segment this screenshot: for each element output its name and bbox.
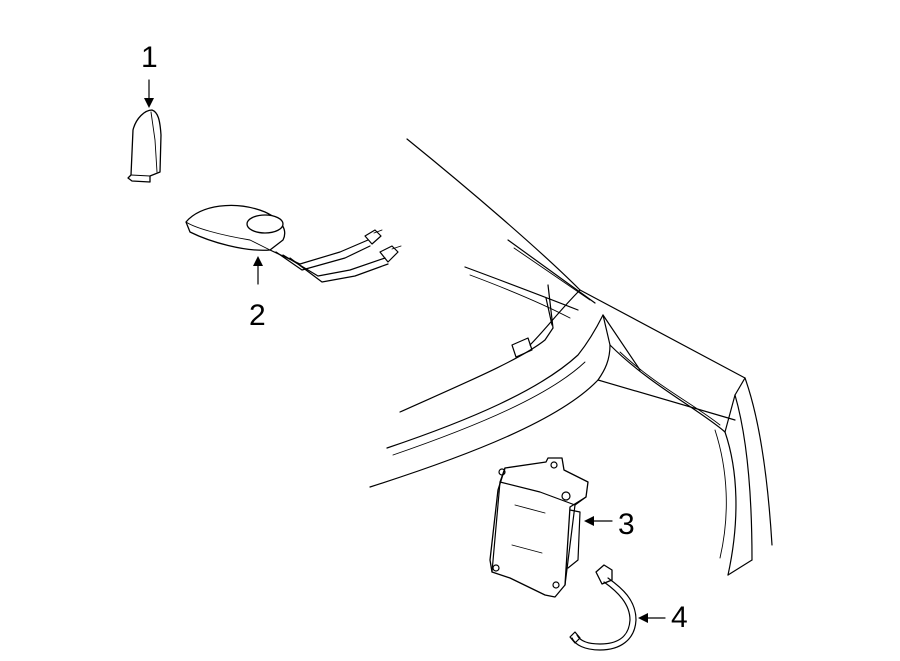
callout-4-arrowhead [638,613,648,623]
callout-4-label: 4 [671,601,688,634]
callout-4: 4 [638,601,688,634]
callout-3-label: 3 [618,508,635,541]
wiring-harness-icon [569,564,637,651]
callout-1-arrowhead [144,98,154,108]
callout-3: 3 [584,508,635,541]
antenna-base-icon [185,204,402,283]
callout-2: 2 [249,256,266,332]
callout-3-arrowhead [584,516,594,526]
antenna-mast-icon [127,109,162,183]
callout-1: 1 [141,41,158,108]
callout-2-arrowhead [253,256,263,266]
vehicle-body-outline [369,138,773,576]
callout-1-label: 1 [141,41,158,74]
control-module-icon [489,457,589,598]
callout-2-label: 2 [249,299,266,332]
